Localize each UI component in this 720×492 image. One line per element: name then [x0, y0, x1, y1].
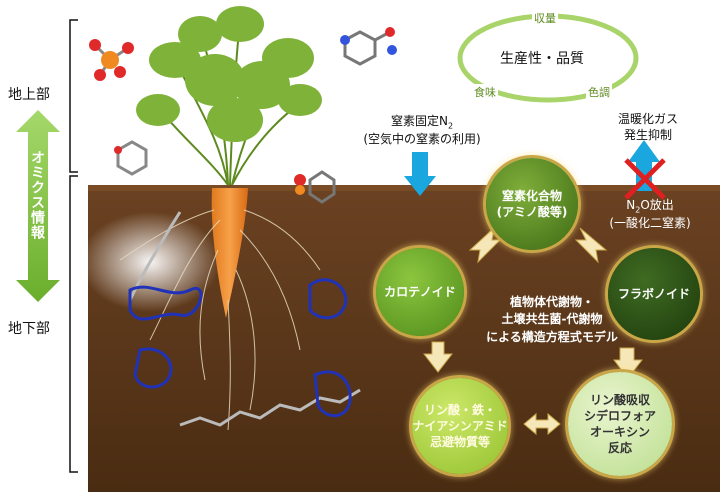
sem-model-label: 植物体代謝物・ 土壌共生菌-代謝物 による構造方程式モデル: [486, 295, 618, 344]
soil-surface: [88, 185, 720, 191]
node-carotenoid: カロテノイド: [376, 248, 464, 336]
omics-label: オミクス情報: [29, 150, 45, 240]
n2o-emission-label: N2O放出 (一酸化二窒素): [609, 198, 691, 230]
aromatic-molecule-icon: [114, 140, 148, 176]
niacinamide-molecule-icon: [340, 27, 397, 66]
nitrogen-fixation-arrow: [404, 152, 436, 196]
quality-center-label: 生産性・品質: [500, 51, 584, 67]
node-avoidance-substances: リン酸・鉄・ナイアシンアミド忌避物質等: [412, 378, 508, 474]
below-ground-bracket: [69, 175, 78, 473]
above-ground-bracket: [69, 19, 78, 173]
surface-molecule-icon: [294, 170, 336, 204]
node-connector-arrows: [422, 226, 644, 436]
node-phosphate-uptake: リン酸吸収シデロフォアオーキシン反応: [568, 372, 672, 476]
protein-structure-icons: [128, 278, 352, 418]
omics-double-arrow: [16, 110, 60, 302]
carrot-foliage: [136, 6, 322, 142]
node-nitrogen-compounds: 窒素化合物(アミノ酸等): [486, 158, 578, 250]
above-ground-label: 地上部: [8, 87, 50, 103]
carotenoid-chain-molecule: [128, 211, 361, 427]
phosphate-molecule-icon: [89, 39, 134, 81]
node-flavonoid: フラボノイド: [608, 248, 700, 340]
quality-color-label: 色調: [586, 84, 612, 100]
quality-yield-label: 収量: [532, 10, 558, 26]
fine-roots: [119, 209, 321, 431]
ghg-suppression-label: 温暖化ガス発生抑制: [617, 112, 678, 142]
nitrogen-fixation-label: 窒素固定N2 (空気中の窒素の利用): [363, 114, 481, 146]
cross-mark-icon: [624, 158, 666, 200]
quality-taste-label: 食味: [472, 84, 498, 100]
carrot-root: [211, 188, 248, 318]
below-ground-label: 地下部: [8, 321, 50, 337]
